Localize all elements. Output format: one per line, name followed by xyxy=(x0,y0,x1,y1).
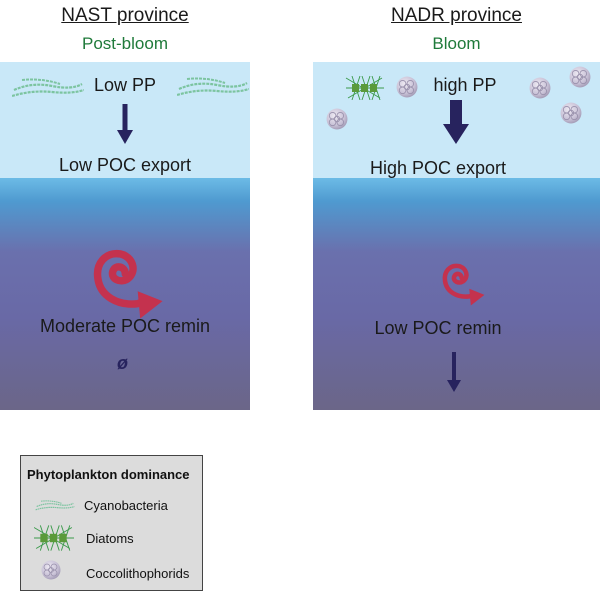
phase-label-nadr: Bloom xyxy=(432,34,481,53)
panel-title-nadr: NADR province xyxy=(391,5,522,26)
deep-flux-arrow-icon xyxy=(447,352,461,392)
productivity-label: high PP xyxy=(433,75,497,95)
coccolithophorid-icon xyxy=(326,108,348,130)
cyanobacteria-icon xyxy=(35,500,75,511)
coccolithophorid-icon xyxy=(569,66,591,88)
coccolithophorid-icon xyxy=(560,102,582,124)
coccolithophorid-icon xyxy=(41,560,61,580)
deep-flux-null-symbol: ø xyxy=(117,353,128,373)
phase-label-nast: Post-bloom xyxy=(82,34,168,53)
diatom-icon xyxy=(345,76,385,100)
remineralization-label: Low POC remin xyxy=(374,318,502,338)
export-label: Low POC export xyxy=(58,155,192,175)
legend: Phytoplankton dominance Cyanobacteria Di… xyxy=(20,455,203,591)
export-label: High POC export xyxy=(369,158,507,178)
panel-title-nast: NAST province xyxy=(61,5,189,26)
legend-label-cyanobacteria: Cyanobacteria xyxy=(84,498,168,513)
coccolithophorid-icon xyxy=(396,76,418,98)
export-arrow-icon xyxy=(443,100,469,144)
panel-nadr: high PP High POC export Low POC remin xyxy=(313,62,600,410)
legend-label-diatoms: Diatoms xyxy=(86,531,134,546)
remineralization-spiral-icon xyxy=(88,244,170,326)
remineralization-spiral-icon xyxy=(439,260,489,310)
productivity-label: Low PP xyxy=(93,75,157,95)
legend-label-coccolithophorids: Coccolithophorids xyxy=(86,566,190,581)
export-arrow-icon xyxy=(117,104,133,144)
panel-nast: Low PP Low POC export Moderate POC remin… xyxy=(0,62,250,410)
mesopelagic-layer xyxy=(0,178,250,410)
coccolithophorid-icon xyxy=(529,77,551,99)
legend-title: Phytoplankton dominance xyxy=(27,467,190,482)
diatom-icon xyxy=(34,525,74,551)
remineralization-label: Moderate POC remin xyxy=(39,316,211,336)
